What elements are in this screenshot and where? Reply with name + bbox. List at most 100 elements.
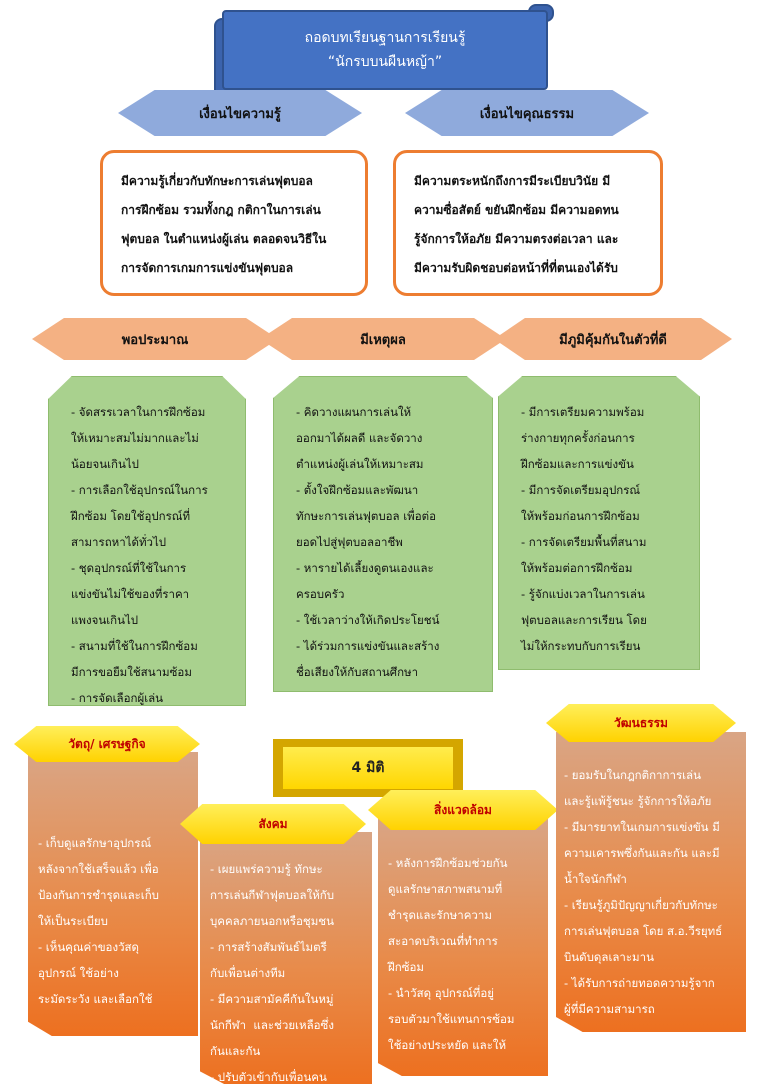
knowledge-line: การฝึกซ้อม รวมทั้งกฎ กติกาในการเล่น [121, 203, 321, 217]
knowledge-line: การจัดการเกมการแข่งขันฟุตบอล [121, 261, 294, 275]
dimension-social-label: สังคม [180, 804, 366, 844]
morality-line: มีความรับผิดชอบต่อหน้าที่ที่ตนเองได้รับ [414, 261, 618, 275]
reasonableness-line: - ได้ร่วมการแข่งขันและสร้าง [296, 639, 440, 653]
morality-line: มีความตระหนักถึงการมีระเบียบวินัย มี [414, 174, 611, 188]
social-line: - เผยแพร่ความรู้ ทักษะ [210, 862, 323, 876]
reasonableness-line: - ใช้เวลาว่างให้เกิดประโยชน์ [296, 613, 440, 627]
economic-line: ระมัดระวัง และเลือกใช้ [38, 992, 153, 1006]
moderation-line: ให้เหมาะสมไม่มากและไม่ [71, 431, 199, 445]
economic-line: ให้เป็นระเบียบ [38, 914, 108, 928]
social-line: - การสร้างสัมพันธ์ไมตรี [210, 940, 327, 954]
immunity-line: ไม่ให้กระทบกับการเรียน [521, 639, 641, 653]
four-dimensions-box: 4 มิติ [273, 739, 463, 797]
culture-line: - ได้รับการถ่ายทอดความรู้จาก [564, 976, 715, 990]
social-line: - ปรับตัวเข้ากับเพื่อนคน [210, 1070, 327, 1084]
social-line: กับเพื่อนต่างทีม [210, 966, 286, 980]
immunity-line: ร่างกายทุกครั้งก่อนการ [521, 431, 635, 445]
economic-line: อุปกรณ์ ใช้อย่าง [38, 966, 119, 980]
title-line-2: “นักรบบนผืนหญ้า” [327, 54, 443, 70]
morality-condition-box: มีความตระหนักถึงการมีระเบียบวินัย มี ควา… [393, 150, 663, 296]
social-line: การเล่นกีฬาฟุตบอลให้กับ [210, 888, 335, 902]
principle-immunity-label: มีภูมิคุ้มกันในตัวที่ดี [494, 318, 732, 360]
knowledge-condition-text: เงื่อนไขความรู้ [199, 106, 281, 122]
environment-line: ชำรุดและรักษาความ [388, 908, 492, 922]
moderation-line: สามารถหาได้ทั่วไป [71, 535, 167, 549]
moderation-line: - การจัดเลือกผู้เล่น [71, 691, 164, 705]
knowledge-line: มีความรู้เกี่ยวกับทักษะการเล่นฟุตบอล [121, 174, 313, 188]
reasonableness-line: ออกมาได้ผลดี และจัดวาง [296, 431, 423, 445]
culture-line: - มีมารยาทในเกมการแข่งขัน มี [564, 820, 720, 834]
reasonableness-line: - หารายได้เลี้ยงดูตนเองและ [296, 561, 434, 575]
economic-line: ป้องกันการชำรุดและเก็บ [38, 888, 159, 902]
morality-line: ความซื่อสัตย์ ขยันฝึกซ้อม มีความอดทน [414, 203, 619, 217]
culture-line: - ยอมรับในกฎกติกาการเล่น [564, 768, 701, 782]
dimension-economic-label: วัตถุ/ เศรษฐกิจ [14, 726, 200, 762]
environment-line: ฝึกซ้อม [388, 960, 424, 974]
environment-line: ดูแลรักษาสภาพสนามที่ [388, 882, 503, 896]
culture-line: - เรียนรู้ภูมิปัญญาเกี่ยวกับทักษะ [564, 898, 718, 912]
social-line: นักกีฬา และช่วยเหลือซึ่ง [210, 1018, 334, 1032]
dimension-economic-card: - เก็บดูแลรักษาอุปกรณ์ หลังจากใช้เสร็จแล… [28, 752, 198, 1036]
principle-reasonableness-box: - คิดวางแผนการเล่นให้ ออกมาได้ผลดี และจั… [273, 376, 493, 692]
culture-line: ผู้ที่มีความสามารถ [564, 1002, 655, 1016]
culture-line: บินดับดุลเลาะมาน [564, 950, 654, 964]
dimension-culture-label: วัฒนธรรม [546, 704, 736, 742]
morality-line: รู้จักการให้อภัย มีความตรงต่อเวลา และ [414, 232, 619, 246]
moderation-line: - จัดสรรเวลาในการฝึกซ้อม [71, 405, 206, 419]
reasonableness-line: ทักษะการเล่นฟุตบอล เพื่อต่อ [296, 509, 437, 523]
moderation-line: มีการขอยืมใช้สนามซ้อม [71, 665, 192, 679]
principle-immunity-text: มีภูมิคุ้มกันในตัวที่ดี [559, 332, 667, 348]
moderation-line: แข่งขันไม่ใช้ของที่ราคา [71, 587, 190, 601]
principle-moderation-box: - จัดสรรเวลาในการฝึกซ้อม ให้เหมาะสมไม่มา… [48, 376, 246, 706]
environment-line: - นำวัสดุ อุปกรณ์ที่อยู่ [388, 986, 494, 1000]
reasonableness-line: ตำแหน่งผู้เล่นให้เหมาะสม [296, 457, 424, 471]
social-line: กันและกัน [210, 1044, 261, 1058]
immunity-line: ฟุตบอลและการเรียน โดย [521, 613, 647, 627]
culture-line: น้ำใจนักกีฬา [564, 872, 627, 886]
culture-label-text: วัฒนธรรม [614, 715, 668, 730]
social-line: บุคคลภายนอกหรือชุมชน [210, 914, 334, 928]
immunity-line: ให้พร้อมก่อนการฝึกซ้อม [521, 509, 640, 523]
reasonableness-line: - ตั้งใจฝึกซ้อมและพัฒนา [296, 483, 419, 497]
title-banner: ถอดบทเรียนฐานการเรียนรู้ “นักรบบนผืนหญ้า… [222, 10, 548, 90]
title-line-1: ถอดบทเรียนฐานการเรียนรู้ [304, 30, 466, 46]
dimension-social-card: - เผยแพร่ความรู้ ทักษะ การเล่นกีฬาฟุตบอล… [200, 832, 372, 1084]
immunity-line: - มีการเตรียมความพร้อม [521, 405, 645, 419]
knowledge-condition-label: เงื่อนไขความรู้ [118, 90, 362, 136]
culture-line: ความเคารพซึ่งกันและกัน และมี [564, 846, 720, 860]
principle-moderation-text: พอประมาณ [121, 332, 189, 348]
knowledge-condition-box: มีความรู้เกี่ยวกับทักษะการเล่นฟุตบอล การ… [100, 150, 368, 296]
immunity-line: ให้พร้อมต่อการฝึกซ้อม [521, 561, 633, 575]
knowledge-line: ฟุตบอล ในตำแหน่งผู้เล่น ตลอดจนวิธีใน [121, 232, 327, 246]
principle-reasonableness-label: มีเหตุผล [260, 318, 506, 360]
social-line: - มีความสามัคคีกันในหมู่ [210, 992, 334, 1006]
environment-line: ใช้อย่างประหยัด และให้ [388, 1038, 507, 1052]
environment-line: - หลังการฝึกซ้อมช่วยกัน [388, 856, 508, 870]
reasonableness-line: ครอบครัว [296, 587, 345, 601]
economic-line: - เห็นคุณค่าของวัสดุ [38, 940, 140, 954]
economic-line: หลังจากใช้เสร็จแล้ว เพื่อ [38, 862, 159, 876]
dimension-environment-card: - หลังการฝึกซ้อมช่วยกัน ดูแลรักษาสภาพสนา… [378, 818, 548, 1076]
social-label-text: สังคม [258, 816, 288, 831]
economic-label-text: วัตถุ/ เศรษฐกิจ [68, 736, 146, 751]
reasonableness-line: ยอดไปสู่ฟุตบอลอาชีพ [296, 535, 403, 549]
environment-label-text: สิ่งแวดล้อม [434, 802, 492, 817]
principle-moderation-label: พอประมาณ [32, 318, 278, 360]
immunity-line: - รู้จักแบ่งเวลาในการเล่น [521, 587, 645, 601]
immunity-line: - มีการจัดเตรียมอุปกรณ์ [521, 483, 641, 497]
moderation-line: น้อยจนเกินไป [71, 457, 139, 471]
moderation-line: - ชุดอุปกรณ์ที่ใช้ในการ [71, 561, 187, 575]
environment-line: สะอาดบริเวณที่ทำการ [388, 934, 498, 948]
principle-immunity-box: - มีการเตรียมความพร้อม ร่างกายทุกครั้งก่… [498, 376, 700, 670]
reasonableness-line: ชื่อเสียงให้กับสถานศึกษา [296, 665, 419, 679]
moderation-line: แพงจนเกินไป [71, 613, 139, 627]
economic-line: - เก็บดูแลรักษาอุปกรณ์ [38, 836, 152, 850]
culture-line: และรู้แพ้รู้ชนะ รู้จักการให้อภัย [564, 794, 712, 808]
morality-condition-label: เงื่อนไขคุณธรรม [405, 90, 649, 136]
environment-line: รอบตัวมาใช้แทนการซ้อม [388, 1012, 515, 1026]
dimension-environment-label: สิ่งแวดล้อม [368, 790, 558, 830]
reasonableness-line: - คิดวางแผนการเล่นให้ [296, 405, 412, 419]
dimension-culture-card: - ยอมรับในกฎกติกาการเล่น และรู้แพ้รู้ชนะ… [556, 732, 746, 1032]
moderation-line: - การเลือกใช้อุปกรณ์ในการ [71, 483, 208, 497]
immunity-line: - การจัดเตรียมพื้นที่สนาม [521, 535, 647, 549]
